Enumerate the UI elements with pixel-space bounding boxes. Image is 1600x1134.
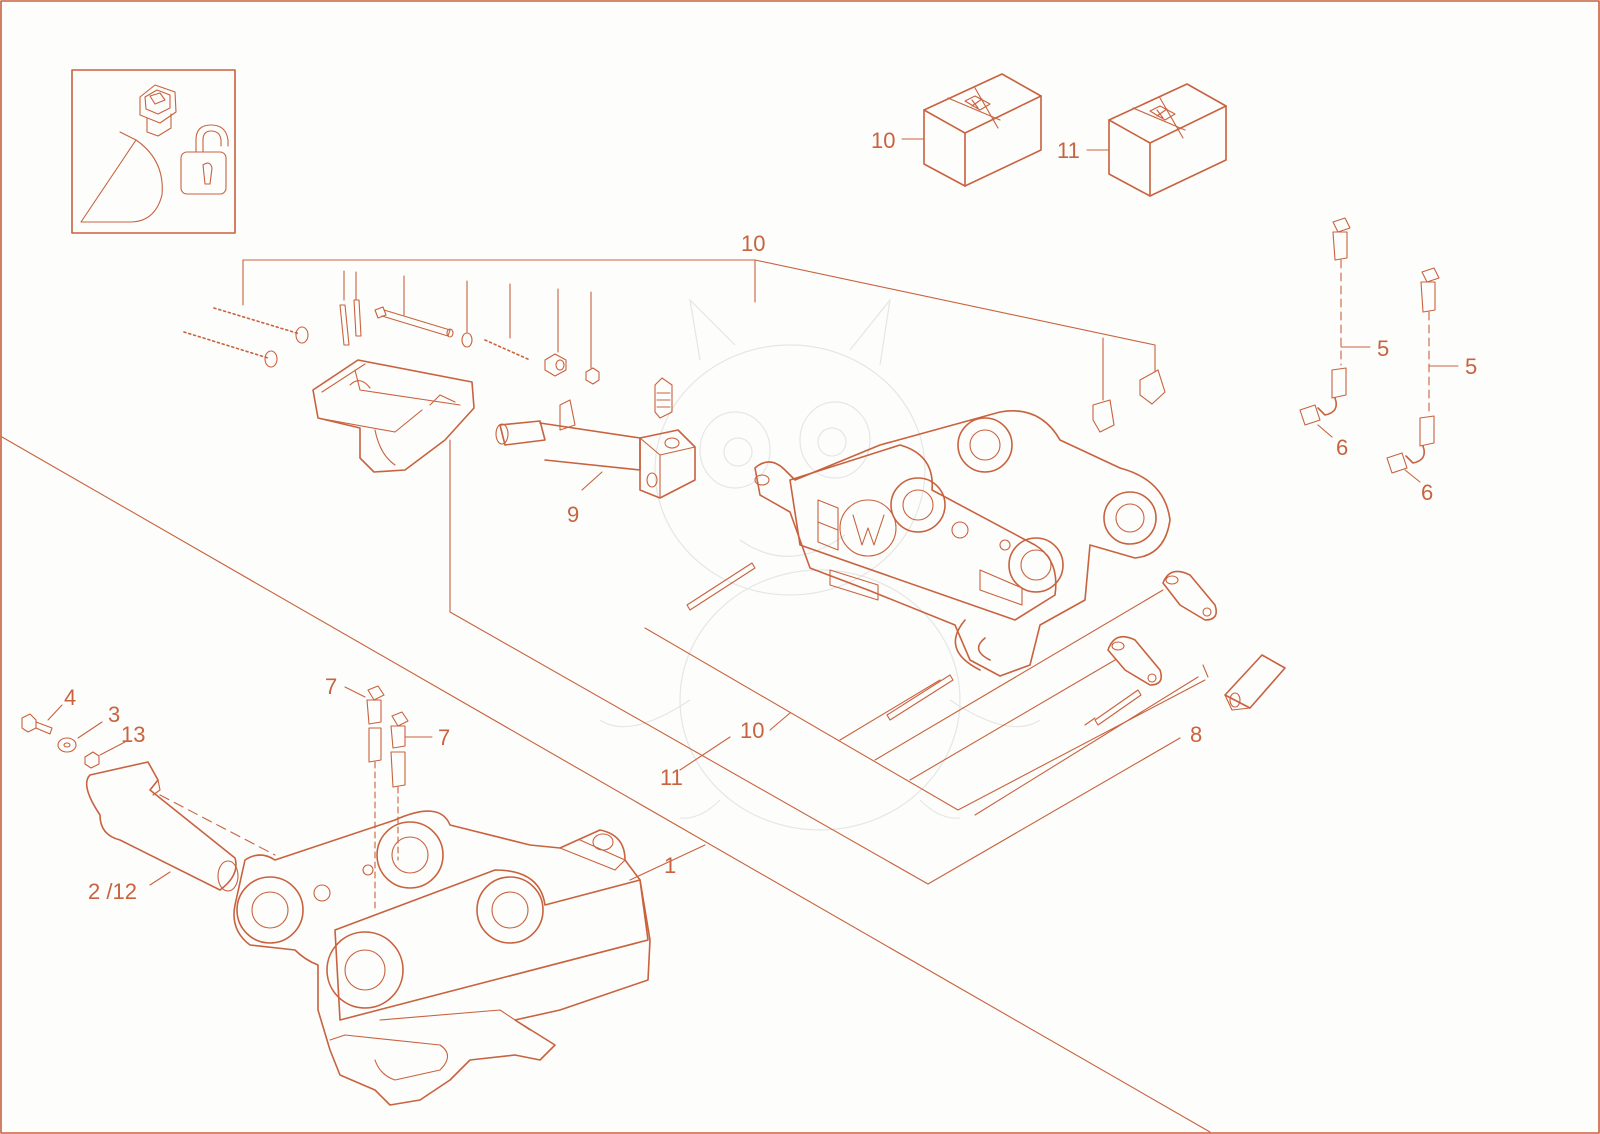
leader-7a <box>344 686 366 698</box>
callout-7a: 7 <box>325 674 337 699</box>
rocker-switch-icon <box>139 84 177 137</box>
coupler-lower-assembly <box>233 810 651 1106</box>
leader-2-12 <box>149 871 171 886</box>
kit-11-bracket <box>449 439 1181 885</box>
inset-lock-panel <box>71 69 236 234</box>
kit-10-bracket <box>242 259 1156 401</box>
latch-block <box>1224 654 1286 711</box>
pin-long <box>686 562 756 611</box>
roll-pin-b <box>353 299 362 337</box>
callout-3: 3 <box>108 702 120 727</box>
hydraulic-cylinder <box>495 377 696 499</box>
leader-4 <box>47 704 63 721</box>
leader-6a <box>1317 424 1333 438</box>
pin-c <box>1094 689 1142 726</box>
roll-pin-a <box>339 304 350 346</box>
block-b <box>1139 369 1166 405</box>
leader-9 <box>581 471 603 491</box>
leader-pin-c <box>1084 717 1096 726</box>
small-nut <box>585 367 600 385</box>
grease-nipple-5a <box>1299 217 1351 426</box>
grease-nipple-7a <box>366 685 385 911</box>
block-a <box>1092 399 1115 433</box>
locking-wedge <box>312 359 475 473</box>
washer <box>461 332 473 348</box>
callout-13: 13 <box>121 722 145 747</box>
watermark-mascot <box>599 297 1041 831</box>
callout-6a: 6 <box>1336 435 1348 460</box>
spring-long-2 <box>183 331 278 368</box>
callout-2-12: 2 /12 <box>88 879 137 904</box>
grease-nipple-7b <box>390 711 409 861</box>
leader-3 <box>77 721 103 739</box>
leader-1 <box>629 844 706 881</box>
callout-labels: 1 2 /12 3 4 5 5 6 6 7 7 8 9 10 10 10 11 … <box>64 128 1477 904</box>
callout-5a: 5 <box>1377 336 1389 361</box>
callout-11-mid: 11 <box>660 765 683 790</box>
bolt-4 <box>21 713 53 735</box>
washer-3 <box>57 737 77 753</box>
callout-4: 4 <box>64 685 76 710</box>
kit-box-11 <box>1108 83 1227 197</box>
callout-10-top: 10 <box>741 231 765 256</box>
kit-10-lower-bracket <box>644 627 1206 811</box>
leader-cotter <box>974 676 1199 816</box>
coupler-upper-assembly <box>754 410 1171 677</box>
callout-1: 1 <box>664 853 676 878</box>
callout-5b: 5 <box>1465 354 1477 379</box>
washer-3-hole <box>63 742 71 748</box>
link-plate-b <box>1107 635 1163 686</box>
callout-6b: 6 <box>1421 480 1433 505</box>
leader-link-b <box>909 659 1116 781</box>
pin-b <box>886 674 954 721</box>
open-padlock-icon <box>180 124 229 195</box>
leader-13 <box>99 741 126 756</box>
leader-11-mid <box>679 736 731 771</box>
leader-10-mid <box>769 712 791 731</box>
long-bolt <box>374 306 454 338</box>
main-pin <box>85 761 276 892</box>
callout-9: 9 <box>567 502 579 527</box>
callout-11-box: 11 <box>1057 138 1080 163</box>
leader-6b <box>1404 469 1421 483</box>
callout-10-box: 10 <box>871 128 895 153</box>
section-divider-line <box>1 436 1211 1133</box>
nut-13 <box>84 751 100 769</box>
leader-link-a <box>874 589 1164 761</box>
leader-pin-b <box>839 679 941 741</box>
cotter-pin <box>1202 664 1209 678</box>
bushing-nut <box>544 353 567 377</box>
link-plate-a <box>1162 570 1218 621</box>
callout-7b: 7 <box>438 725 450 750</box>
compression-spring <box>484 339 531 361</box>
callout-8: 8 <box>1190 722 1202 747</box>
grease-nipple-5b <box>1386 267 1440 474</box>
spring-long-1 <box>213 307 309 344</box>
callout-10-mid: 10 <box>740 718 764 743</box>
bucket-icon <box>80 131 163 223</box>
kit-box-10 <box>923 73 1042 187</box>
